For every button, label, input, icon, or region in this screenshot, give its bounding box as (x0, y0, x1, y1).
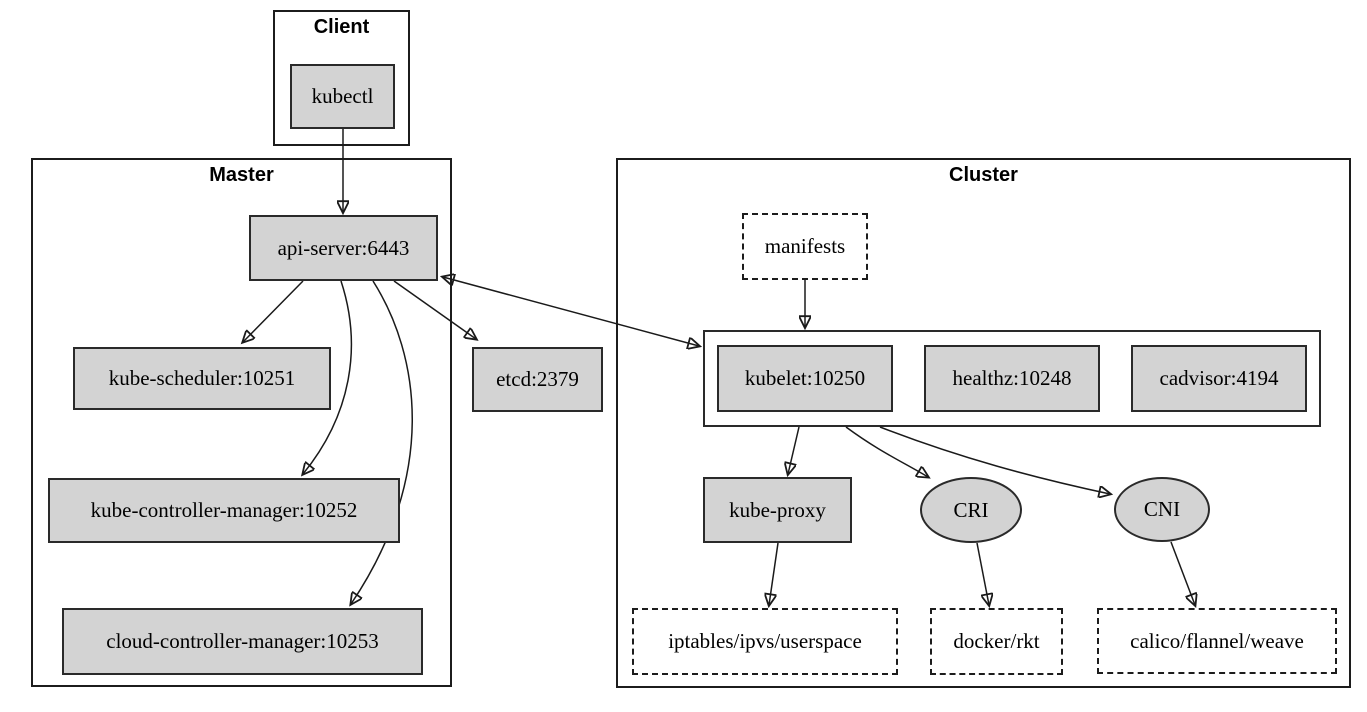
node-healthz: healthz:10248 (924, 345, 1100, 412)
node-calico-label: calico/flannel/weave (1130, 628, 1304, 653)
node-api-server-label: api-server:6443 (277, 235, 410, 260)
node-docker-label: docker/rkt (953, 629, 1040, 653)
node-cni-label: CNI (1143, 497, 1181, 521)
node-cloud-controller-manager: cloud-controller-manager:10253 (62, 608, 423, 675)
node-api-server: api-server:6443 (249, 215, 438, 281)
cluster-cluster-label: Cluster (949, 164, 1018, 186)
node-cri-label: CRI (953, 497, 989, 522)
node-kube-scheduler: kube-scheduler:10251 (73, 347, 331, 410)
node-kube-proxy: kube-proxy (703, 477, 852, 543)
node-cloud-controller-manager-label: cloud-controller-manager:10253 (106, 629, 379, 653)
node-kubelet: kubelet:10250 (717, 345, 893, 412)
node-docker: docker/rkt (930, 608, 1063, 675)
node-kube-proxy-label: kube-proxy (729, 497, 826, 522)
node-kube-scheduler-label: kube-scheduler:10251 (108, 366, 296, 390)
node-kubelet-label: kubelet:10250 (744, 366, 866, 390)
node-kube-controller-manager-label: kube-controller-manager:10252 (90, 498, 358, 522)
node-etcd: etcd:2379 (472, 347, 603, 412)
master-cluster-label: Master (209, 164, 274, 186)
node-kubectl: kubectl (290, 64, 395, 129)
client-cluster-label: Client (313, 16, 370, 38)
node-cadvisor: cadvisor:4194 (1131, 345, 1307, 412)
node-iptables-label: iptables/ipvs/userspace (668, 629, 862, 653)
node-kubectl-label: kubectl (311, 84, 374, 108)
node-cni: CNI (1114, 477, 1210, 542)
node-healthz-label: healthz:10248 (952, 366, 1072, 390)
node-iptables: iptables/ipvs/userspace (632, 608, 898, 675)
node-etcd-label: etcd:2379 (496, 367, 579, 391)
node-calico: calico/flannel/weave (1097, 608, 1337, 674)
node-cadvisor-label: cadvisor:4194 (1159, 366, 1279, 390)
node-manifests: manifests (742, 213, 868, 280)
node-manifests-label: manifests (764, 234, 846, 258)
node-kube-controller-manager: kube-controller-manager:10252 (48, 478, 400, 543)
node-cri: CRI (920, 477, 1022, 543)
